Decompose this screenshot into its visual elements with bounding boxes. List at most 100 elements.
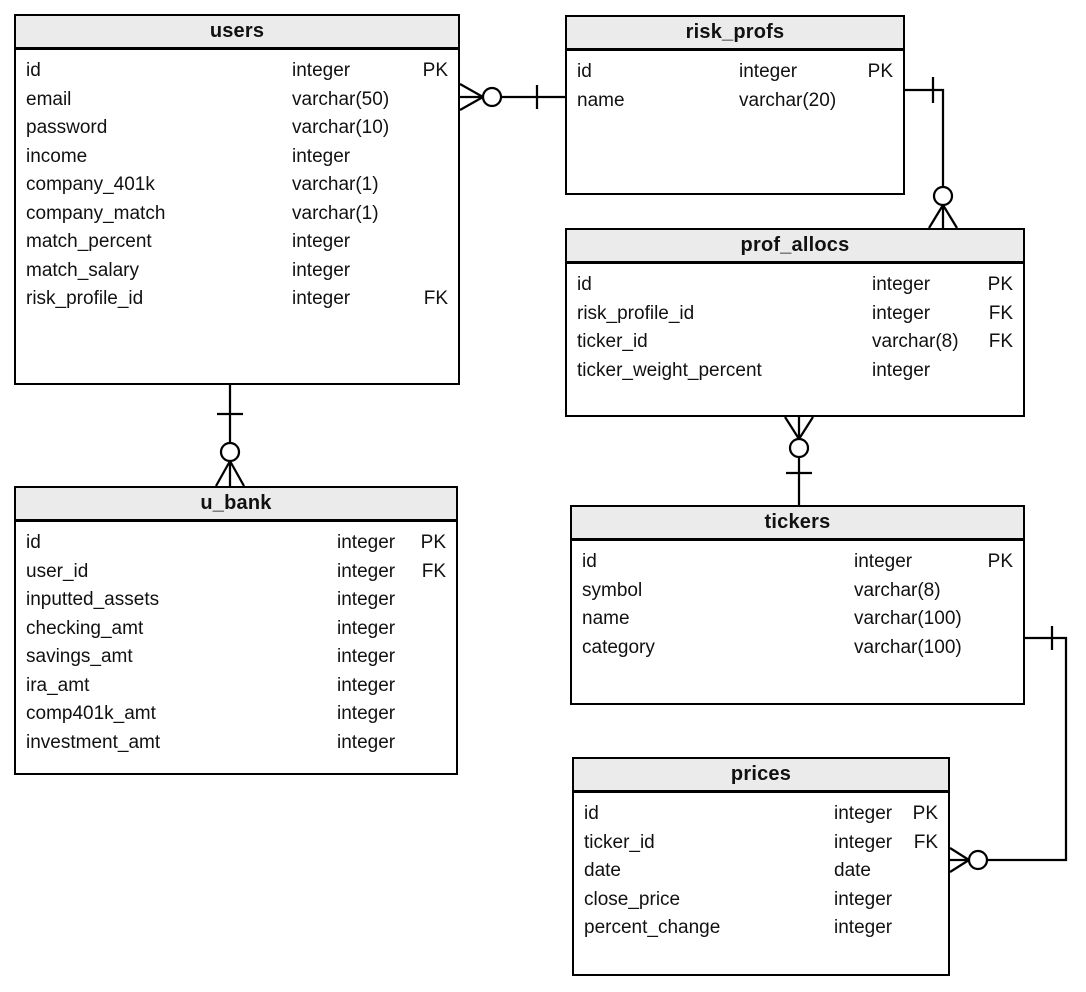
field-key: PK bbox=[987, 551, 1013, 572]
field-key bbox=[440, 643, 446, 672]
zero-circle-icon bbox=[219, 441, 241, 463]
field-name: match_salary bbox=[26, 259, 139, 281]
field-name: comp401k_amt bbox=[26, 703, 156, 724]
field-type: integer bbox=[834, 831, 893, 853]
field-type: varchar(100) bbox=[854, 608, 962, 629]
field-key bbox=[442, 228, 448, 257]
field-type: integer bbox=[872, 302, 931, 324]
field-type: varchar(1) bbox=[292, 174, 379, 195]
field-row: ira_amt integer bbox=[26, 672, 446, 701]
field-type: integer bbox=[337, 674, 396, 696]
field-type: integer bbox=[337, 560, 396, 582]
field-name: date bbox=[584, 860, 621, 881]
field-row: checking_amt integer bbox=[26, 615, 446, 644]
field-type: integer bbox=[337, 617, 396, 639]
entity-u_bank-title: u_bank bbox=[16, 488, 456, 522]
entity-risk_profs-title: risk_profs bbox=[567, 17, 903, 51]
field-name: investment_amt bbox=[26, 731, 161, 753]
field-name: password bbox=[26, 117, 108, 138]
field-key bbox=[1007, 605, 1013, 634]
field-type: varchar(50) bbox=[292, 88, 390, 110]
field-name: company_401k bbox=[26, 174, 155, 195]
field-row: inputted_assets integer bbox=[26, 586, 446, 615]
field-name: income bbox=[26, 145, 88, 167]
field-name: id bbox=[582, 551, 597, 572]
field-type: integer bbox=[872, 274, 931, 295]
field-key bbox=[442, 200, 448, 229]
field-type: integer bbox=[739, 61, 798, 82]
field-type: integer bbox=[854, 551, 913, 572]
field-key: PK bbox=[420, 532, 446, 553]
field-type: integer bbox=[337, 532, 396, 553]
field-key bbox=[1007, 357, 1013, 386]
field-key: PK bbox=[422, 60, 448, 81]
relationship-users-risk_profs bbox=[459, 83, 565, 111]
field-name: ira_amt bbox=[26, 674, 90, 696]
field-type: varchar(20) bbox=[739, 89, 837, 111]
field-key: FK bbox=[421, 560, 446, 582]
field-type: integer bbox=[292, 231, 351, 252]
field-type: integer bbox=[292, 288, 351, 309]
field-key: FK bbox=[913, 831, 938, 853]
field-key bbox=[932, 914, 938, 943]
crowsfoot-many-icon bbox=[928, 204, 958, 229]
field-type: integer bbox=[872, 359, 931, 381]
field-name: inputted_assets bbox=[26, 589, 160, 610]
field-name: close_price bbox=[584, 888, 681, 910]
field-key bbox=[442, 114, 448, 143]
field-key: PK bbox=[867, 61, 893, 82]
entity-users-title: users bbox=[16, 16, 458, 50]
entity-prof_allocs-title: prof_allocs bbox=[567, 230, 1023, 264]
field-name: id bbox=[26, 60, 41, 81]
field-type: integer bbox=[337, 589, 396, 610]
field-type: integer bbox=[292, 145, 351, 167]
entity-prices-title: prices bbox=[574, 759, 948, 793]
crowsfoot-many-icon bbox=[949, 847, 970, 873]
crowsfoot-many-icon bbox=[215, 460, 245, 487]
field-name: risk_profile_id bbox=[26, 288, 144, 309]
field-key bbox=[932, 857, 938, 886]
relationship-prof_allocs-tickers bbox=[784, 416, 814, 505]
field-name: user_id bbox=[26, 560, 89, 582]
zero-circle-icon bbox=[967, 849, 989, 871]
field-name: checking_amt bbox=[26, 617, 144, 639]
field-name: ticker_id bbox=[584, 831, 655, 853]
field-type: integer bbox=[337, 703, 396, 724]
field-key bbox=[442, 257, 448, 286]
field-key bbox=[1007, 634, 1013, 663]
field-key bbox=[440, 672, 446, 701]
entity-tickers-title: tickers bbox=[572, 507, 1023, 541]
field-name: category bbox=[582, 636, 655, 658]
field-key bbox=[442, 143, 448, 172]
zero-circle-icon bbox=[788, 437, 810, 459]
field-name: symbol bbox=[582, 579, 643, 601]
field-key bbox=[932, 886, 938, 915]
relationship-risk_profs-prof_allocs bbox=[905, 77, 958, 229]
field-name: savings_amt bbox=[26, 646, 133, 667]
field-key bbox=[442, 86, 448, 115]
field-row: ticker_id integer FK bbox=[584, 829, 938, 858]
field-type: integer bbox=[834, 803, 893, 824]
